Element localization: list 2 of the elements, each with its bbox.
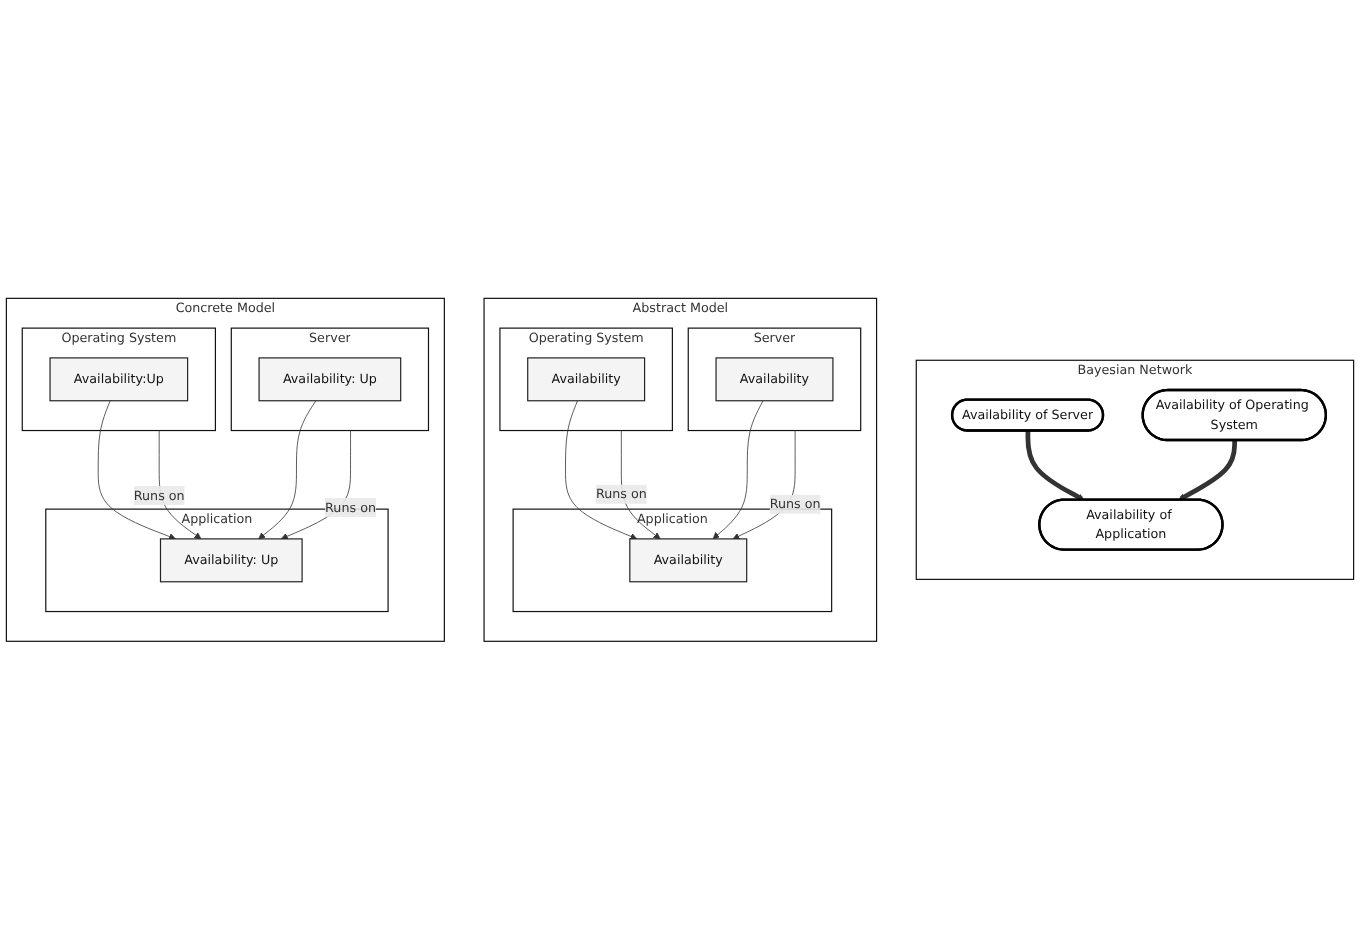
- arrow: [1025, 431, 1085, 501]
- arrow: [1178, 440, 1238, 501]
